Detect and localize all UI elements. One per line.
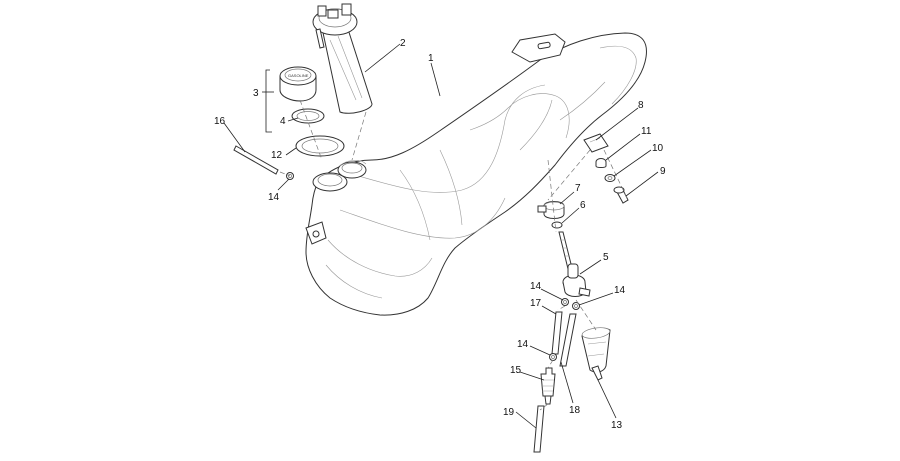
callout-6: 6 [580,200,586,211]
callout-15: 15 [510,365,522,376]
mounting-clip-8 [583,133,609,153]
callout-8: 8 [638,100,644,111]
fuel-hose-17 [551,311,563,355]
callout-14-left: 14 [530,281,542,292]
callout-11: 11 [641,126,652,137]
callout-12: 12 [271,150,283,161]
callout-2: 2 [400,38,406,49]
hose-clip-right [572,302,580,310]
callout-10: 10 [652,143,664,154]
group-bracket-3 [265,69,272,133]
hose-clamp-7 [537,201,565,219]
filter-guard-13 [581,327,611,381]
callout-4: 4 [280,116,286,127]
callout-9: 9 [660,166,666,177]
callout-18: 18 [569,405,581,416]
callout-3: 3 [253,88,259,99]
cap-gasket [291,108,325,124]
fuel-filter-15 [540,367,556,405]
callout-7: 7 [575,183,581,194]
bolt-9 [613,186,629,204]
callout-13: 13 [611,420,623,431]
callout-1: 1 [428,53,434,64]
fuel-cap: GASOLINE [279,66,317,102]
fuel-tank [305,32,647,316]
fuel-tap-5 [558,231,591,297]
fuel-hose-18 [559,313,577,367]
fuel-pump-sender [312,3,373,114]
callout-14-top: 14 [268,192,280,203]
fuel-hose-19 [533,405,545,453]
callout-17: 17 [530,298,542,309]
callout-19: 19 [503,407,515,418]
hose-clip-left [561,298,569,306]
callout-14-right: 14 [614,285,626,296]
cap-marking: GASOLINE [288,73,309,78]
nut-11 [595,158,607,168]
filler-seal-ring [295,135,345,157]
washer-10 [604,174,616,182]
vent-rod [233,145,279,175]
hose-clip-lower [549,353,557,361]
callout-labels: 2 1 3 4 12 16 14 8 11 10 9 7 6 5 14 14 1… [214,38,666,431]
callout-16: 16 [214,116,226,127]
callout-5: 5 [603,252,609,263]
callout-14-lower: 14 [517,339,529,350]
leader-lines [223,43,659,429]
o-ring-6 [551,221,563,229]
